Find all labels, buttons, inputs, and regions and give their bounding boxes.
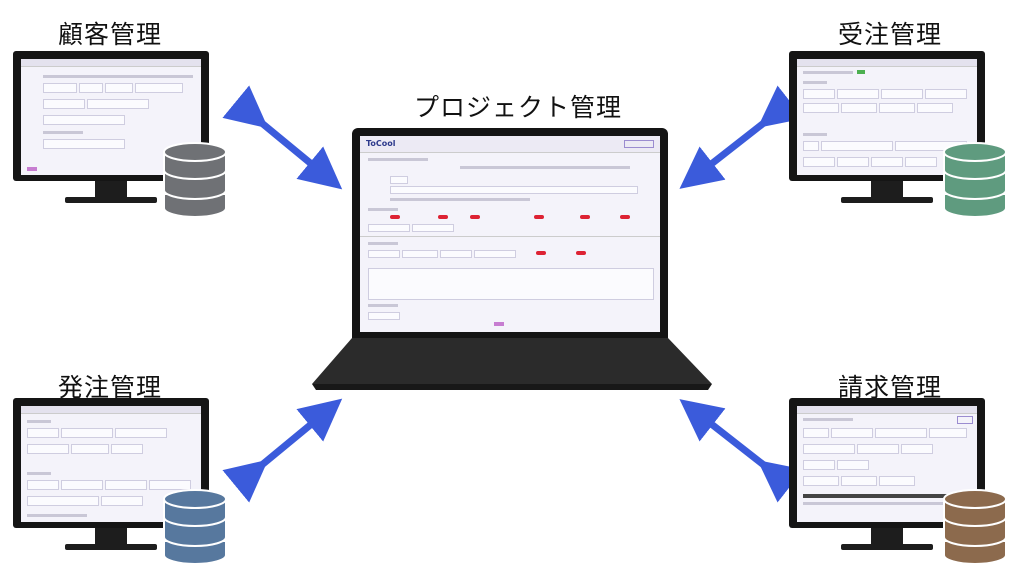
laptop-keyboard-base [312,338,712,390]
app-logo: ToCool [366,139,396,148]
database-billing-icon [943,489,1007,565]
database-order-placed-icon [163,489,227,565]
title-billing: 請求管理 [838,373,943,402]
arrow-customer-project [222,85,343,190]
database-customer-icon [163,142,227,218]
arrow-billing-project [679,399,804,503]
arrow-order-received-project [679,85,804,189]
arrow-order-placed-project [222,398,343,503]
title-project: プロジェクト管理 [414,93,623,122]
title-order-received: 受注管理 [838,20,943,49]
title-order-placed: 発注管理 [58,373,163,402]
database-order-received-icon [943,142,1007,218]
laptop-project: ToCool [312,128,712,390]
screen-project: ToCool [360,136,660,332]
title-customer: 顧客管理 [58,20,163,49]
